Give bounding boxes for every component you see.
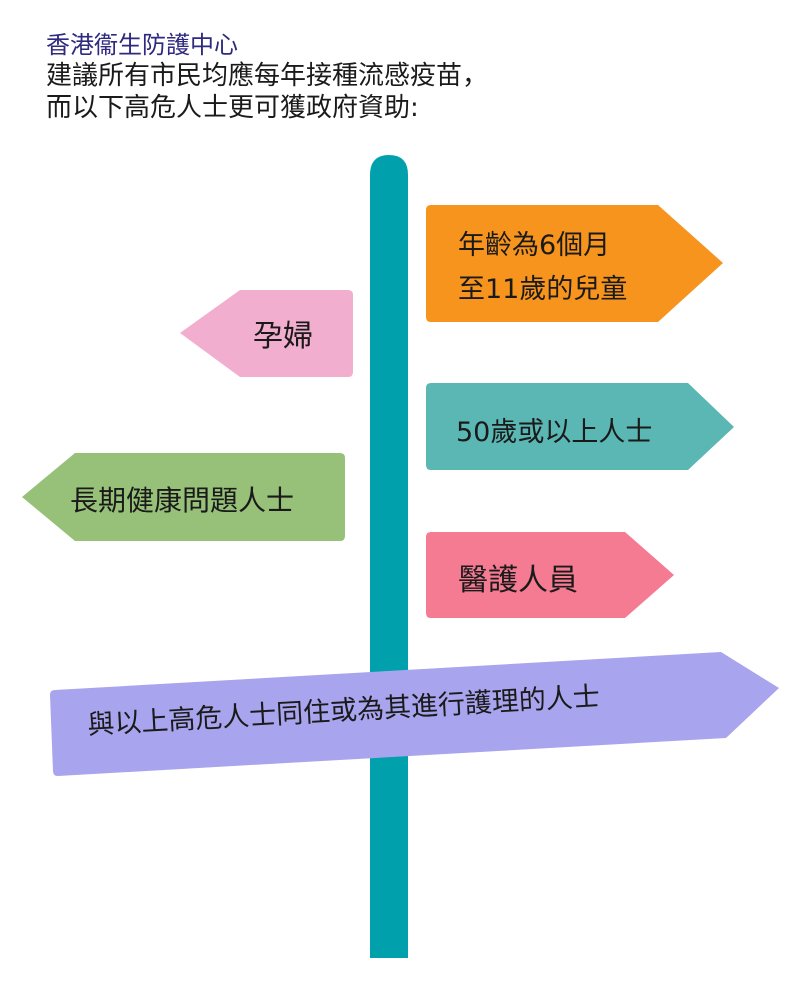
- sign-healthcare-shape: [426, 532, 674, 618]
- intro-line-1: 建議所有市民均應每年接種流感疫苗，: [46, 61, 489, 91]
- intro-line-2: 而以下高危人士更可獲政府資助:: [46, 93, 419, 123]
- sign-children: 年齡為6個月 至11歲的兒童: [426, 205, 723, 322]
- sign-age50: 50歲或以上人士: [426, 383, 734, 470]
- signpost-pole: [370, 155, 408, 958]
- sign-pregnant: 孕婦: [180, 290, 353, 377]
- sign-household-shape: [50, 652, 779, 776]
- sign-healthcare-label: 醫護人員: [458, 563, 578, 598]
- sign-chronic: 長期健康問題人士: [22, 453, 345, 541]
- sign-children-shape: [426, 205, 723, 322]
- sign-age50-shape: [426, 383, 734, 470]
- sign-chronic-label: 長期健康問題人士: [70, 484, 294, 517]
- sign-pregnant-label: 孕婦: [253, 319, 313, 354]
- sign-household: 與以上高危人士同住或為其進行護理的人士: [50, 652, 779, 776]
- organization-name: 香港衞生防護中心: [46, 31, 238, 59]
- sign-children-label-1: 年齡為6個月: [458, 230, 610, 261]
- header: 香港衞生防護中心 建議所有市民均應每年接種流感疫苗， 而以下高危人士更可獲政府資…: [46, 30, 488, 124]
- sign-chronic-shape: [22, 453, 345, 541]
- sign-children-label-2: 至11歲的兒童: [458, 274, 627, 305]
- sign-age50-label: 50歲或以上人士: [456, 417, 652, 448]
- sign-healthcare: 醫護人員: [426, 532, 674, 618]
- sign-pregnant-shape: [180, 290, 353, 377]
